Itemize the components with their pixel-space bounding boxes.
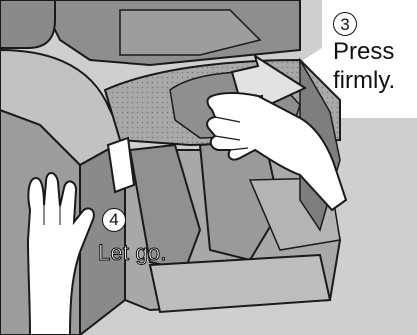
step3-caption: 3 Press firmly. — [333, 8, 417, 95]
step3-number: 3 — [333, 12, 357, 36]
step4-caption: 4 Let go. — [98, 205, 167, 266]
chair-knob — [0, 0, 55, 48]
step3-text-line1: Press — [333, 38, 394, 65]
step4-number: 4 — [102, 208, 126, 232]
step4-text: Let go. — [98, 240, 167, 266]
step3-text-line2: firmly. — [333, 67, 395, 94]
